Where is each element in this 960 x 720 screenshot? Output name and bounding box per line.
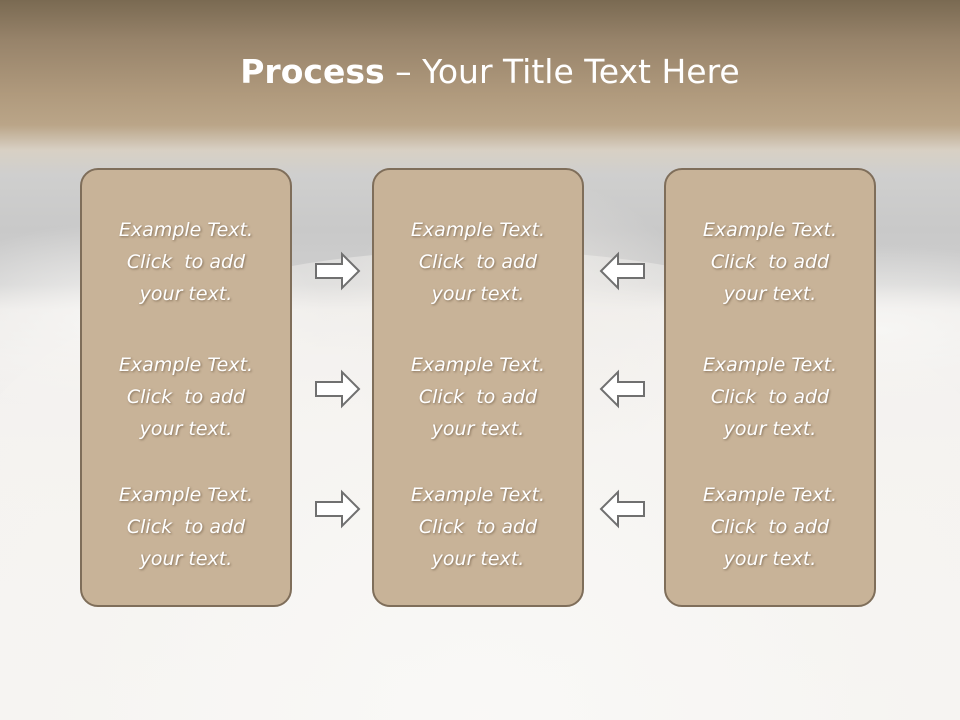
text-line: Click to add [418,516,538,538]
panel-text-block[interactable]: Example Text. Click to add your text. [666,349,874,445]
text-line: your text. [431,283,525,305]
text-line: your text. [139,418,233,440]
arrow-right-icon[interactable] [314,369,362,409]
panel-text-block[interactable]: Example Text. Click to add your text. [82,214,290,310]
text-line: Example Text. [410,354,546,376]
text-line: Example Text. [118,219,254,241]
text-line: Example Text. [702,354,838,376]
text-line: Example Text. [702,219,838,241]
text-line: Click to add [710,516,830,538]
text-line: Example Text. [702,484,838,506]
text-line: Example Text. [410,219,546,241]
text-line: your text. [139,283,233,305]
text-line: Click to add [710,251,830,273]
title-bold: Process [240,52,385,91]
arrow-right-icon[interactable] [314,251,362,291]
panel-text-block[interactable]: Example Text. Click to add your text. [666,214,874,310]
arrow-left-icon[interactable] [598,489,646,529]
text-line: Example Text. [118,354,254,376]
text-line: your text. [723,418,817,440]
panel-text-block[interactable]: Example Text. Click to add your text. [374,479,582,575]
text-line: Click to add [710,386,830,408]
text-line: Example Text. [410,484,546,506]
text-line: your text. [723,283,817,305]
text-line: Example Text. [118,484,254,506]
text-line: your text. [431,548,525,570]
text-line: your text. [723,548,817,570]
panel-text-block[interactable]: Example Text. Click to add your text. [374,214,582,310]
text-line: Click to add [418,386,538,408]
text-line: Click to add [418,251,538,273]
text-line: your text. [431,418,525,440]
panel-text-block[interactable]: Example Text. Click to add your text. [374,349,582,445]
arrow-left-icon[interactable] [598,369,646,409]
slide-title[interactable]: Process – Your Title Text Here [0,52,960,91]
panel-text-block[interactable]: Example Text. Click to add your text. [666,479,874,575]
arrow-right-icon[interactable] [314,489,362,529]
text-line: your text. [139,548,233,570]
panel-text-block[interactable]: Example Text. Click to add your text. [82,349,290,445]
text-line: Click to add [126,251,246,273]
text-line: Click to add [126,386,246,408]
process-panel-2[interactable]: Example Text. Click to add your text. Ex… [372,168,584,607]
process-panel-1[interactable]: Example Text. Click to add your text. Ex… [80,168,292,607]
title-rest: – Your Title Text Here [384,52,740,91]
panel-text-block[interactable]: Example Text. Click to add your text. [82,479,290,575]
process-panel-3[interactable]: Example Text. Click to add your text. Ex… [664,168,876,607]
text-line: Click to add [126,516,246,538]
arrow-left-icon[interactable] [598,251,646,291]
